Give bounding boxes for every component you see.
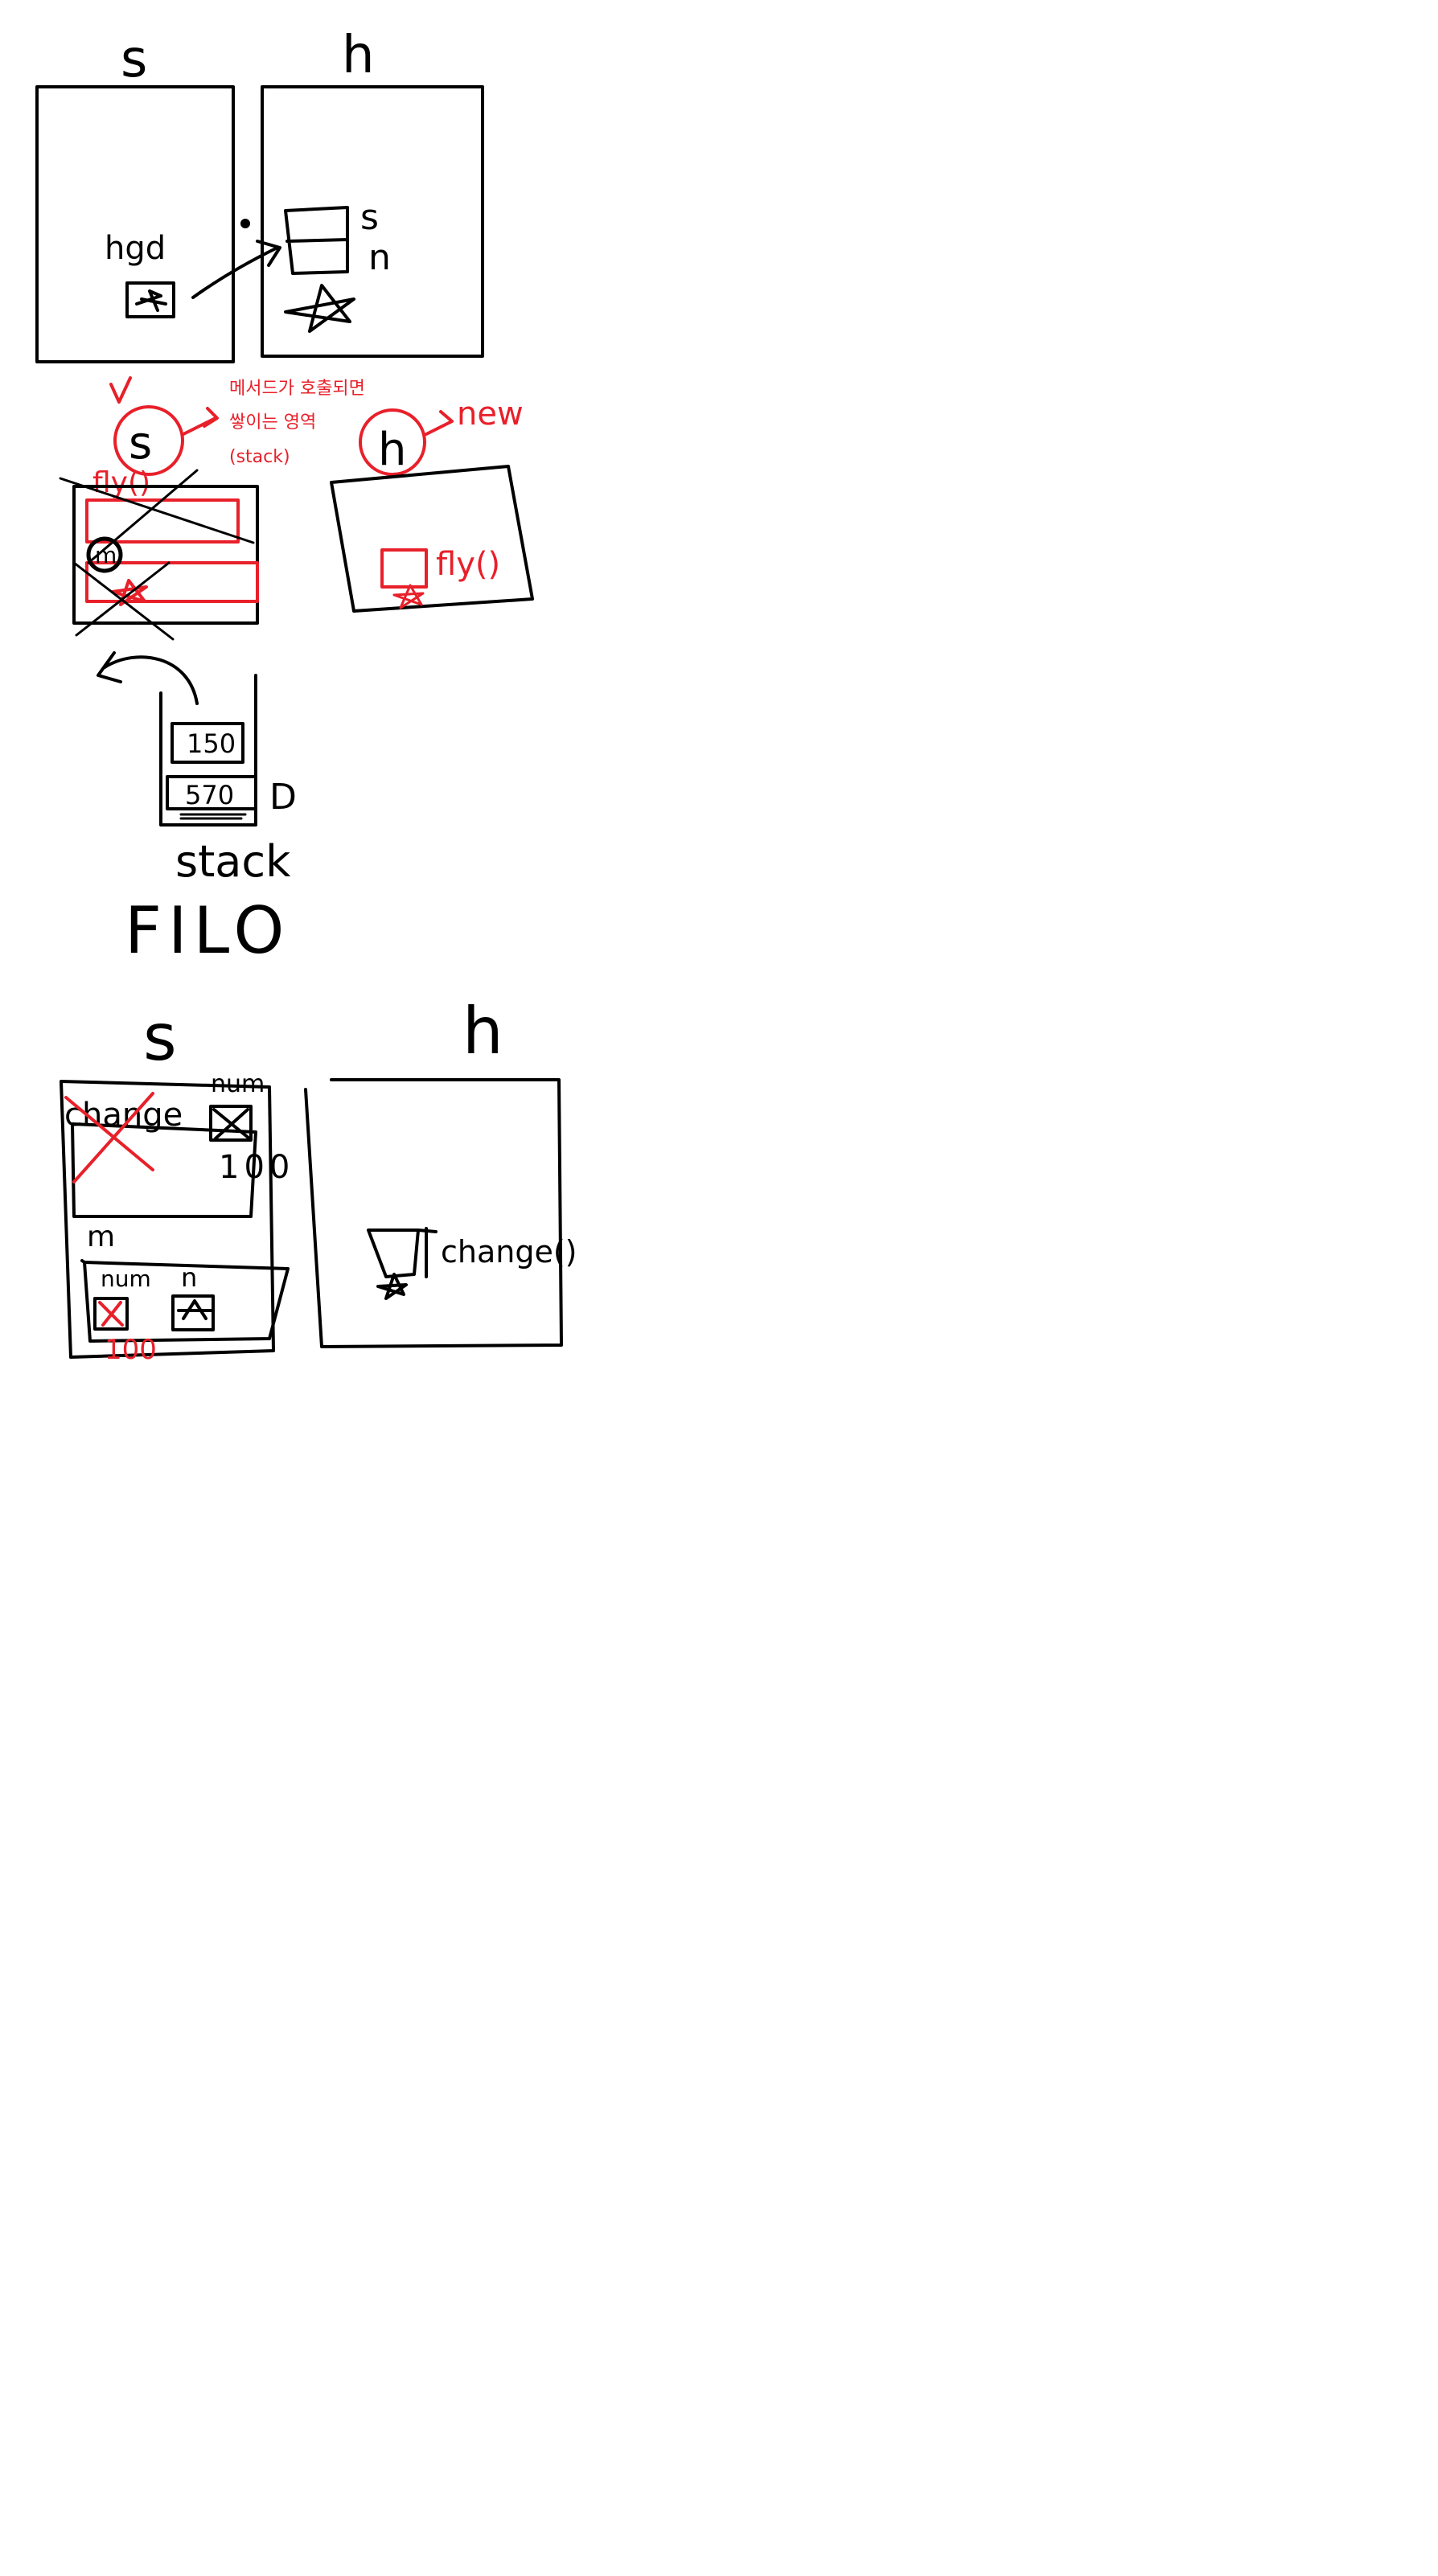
main-frame-marker — [86, 536, 123, 573]
heap-field-n: n — [368, 237, 391, 278]
middle-stack-box — [72, 485, 259, 625]
annotation-line-3: (stack) — [229, 447, 290, 467]
top-stack-label: s — [121, 30, 147, 89]
star-icon — [392, 584, 425, 609]
main-frame — [85, 561, 259, 603]
pop-arrow — [97, 651, 199, 705]
heap-method-label: fly() — [436, 546, 500, 583]
new-label: new — [457, 396, 524, 433]
top-diagram: s h hgd s n — [35, 26, 484, 363]
stack-item-top — [171, 722, 244, 764]
bottom-stack-box — [60, 1080, 275, 1359]
n-slot-bottom — [171, 1294, 215, 1331]
bottom-main-frame — [80, 1259, 290, 1343]
change-frame-cross — [64, 1092, 154, 1183]
middle-heap-label: h — [378, 424, 407, 476]
stack-item-bottom — [166, 775, 257, 810]
dot-marker — [240, 219, 250, 228]
star-icon — [135, 289, 167, 312]
stack-frame-circle — [113, 405, 184, 476]
middle-stack-label: s — [129, 417, 152, 470]
annotation-line-2: 쌓이는 영역 — [229, 412, 316, 433]
fly-frame — [85, 498, 240, 544]
cross-out-lines — [59, 469, 255, 641]
num-label-bottom: num — [101, 1265, 151, 1292]
annotation-line-1: 메서드가 호출되면 — [229, 379, 365, 399]
arrow-to-annotation — [182, 407, 219, 436]
value-top: 100 — [219, 1149, 294, 1186]
stack-caption: stack — [175, 836, 291, 887]
heap-method-box — [367, 1227, 438, 1278]
star-icon — [177, 1299, 212, 1320]
bottom-heap-label: h — [462, 994, 503, 1069]
middle-diagram: 메서드가 호출되면 쌓이는 영역 (stack) s fly() m h new… — [59, 376, 534, 968]
num-slot-top — [209, 1105, 253, 1142]
n-label-bottom: n — [181, 1262, 197, 1293]
heap-field-s: s — [360, 197, 379, 238]
stack-base-lines — [179, 813, 247, 820]
stack-item-bottom-label: 570 — [185, 780, 234, 810]
cross-icon — [212, 1108, 251, 1140]
middle-heap-box — [330, 465, 534, 613]
star-icon — [376, 1273, 408, 1300]
num-label-top: num — [211, 1070, 265, 1098]
heap-object-box — [284, 206, 349, 275]
top-variable-slot — [125, 281, 175, 318]
heap-fly-slot — [380, 548, 428, 589]
reference-arrow — [191, 240, 281, 299]
top-heap-label: h — [342, 26, 375, 85]
bottom-stack-label: s — [143, 1000, 177, 1075]
check-mark — [109, 376, 132, 404]
main-frame-label: m — [87, 1220, 115, 1253]
value-bottom-red: 100 — [105, 1334, 157, 1366]
side-label: D — [269, 777, 297, 818]
bottom-heap-box — [304, 1078, 563, 1348]
stack-item-top-label: 150 — [187, 728, 236, 759]
num-slot-bottom — [93, 1297, 129, 1331]
num-slot-bottom-mark — [98, 1301, 124, 1327]
star-icon — [284, 284, 355, 333]
change-frame — [71, 1122, 257, 1218]
top-variable-label: hgd — [105, 230, 166, 267]
bottom-heap-method-label: change() — [441, 1234, 577, 1270]
top-stack-box — [35, 85, 235, 363]
top-heap-box — [261, 85, 484, 358]
frame-label-fly: fly() — [92, 466, 150, 499]
stack-container — [159, 674, 257, 827]
filo-caption: FILO — [125, 893, 290, 968]
arrow-to-new — [425, 410, 454, 436]
heap-circle — [359, 408, 426, 476]
bottom-diagram: s h change num 100 m num n 100 change() — [60, 994, 577, 1366]
